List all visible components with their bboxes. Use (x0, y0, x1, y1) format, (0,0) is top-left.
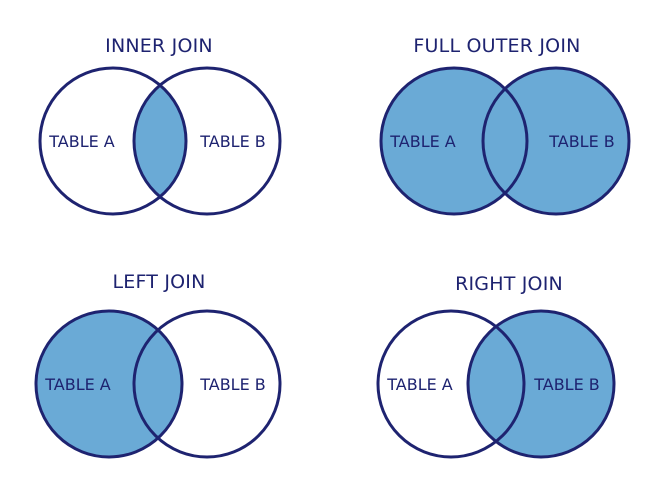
inner-join-intersection-fill (134, 68, 186, 214)
inner-join-table-b-label: TABLE B (199, 132, 266, 151)
inner-join-title: INNER JOIN (105, 35, 213, 57)
inner-join-diagram: INNER JOIN TABLE A TABLE B (38, 35, 282, 216)
right-join-table-a-circle (376, 309, 526, 459)
full-outer-join-title: FULL OUTER JOIN (413, 35, 580, 57)
left-join-diagram: LEFT JOIN TABLE A TABLE B (34, 271, 282, 459)
left-join-table-a-label: TABLE A (44, 375, 111, 394)
full-outer-join-table-b-fill (483, 68, 629, 214)
left-join-table-b-label: TABLE B (199, 375, 266, 394)
right-join-table-a-label: TABLE A (386, 375, 453, 394)
right-join-diagram: RIGHT JOIN TABLE A TABLE B (376, 273, 616, 459)
right-join-table-b-label: TABLE B (533, 375, 600, 394)
inner-join-table-a-circle (38, 66, 188, 216)
right-join-title: RIGHT JOIN (455, 273, 563, 295)
full-outer-join-table-a-fill (381, 68, 527, 214)
left-join-table-a-circle (34, 309, 184, 459)
right-join-table-b-circle (466, 309, 616, 459)
full-outer-join-table-a-label: TABLE A (389, 132, 456, 151)
full-outer-join-table-a-circle (379, 66, 529, 216)
right-join-table-b-fill (468, 311, 614, 457)
left-join-table-a-fill (36, 311, 182, 457)
inner-join-table-b-circle (132, 66, 282, 216)
full-outer-join-table-b-label: TABLE B (548, 132, 615, 151)
left-join-title: LEFT JOIN (112, 271, 205, 293)
inner-join-table-a-label: TABLE A (48, 132, 115, 151)
full-outer-join-table-b-circle (481, 66, 631, 216)
left-join-table-b-circle (132, 309, 282, 459)
full-outer-join-diagram: FULL OUTER JOIN TABLE A TABLE B (379, 35, 631, 216)
